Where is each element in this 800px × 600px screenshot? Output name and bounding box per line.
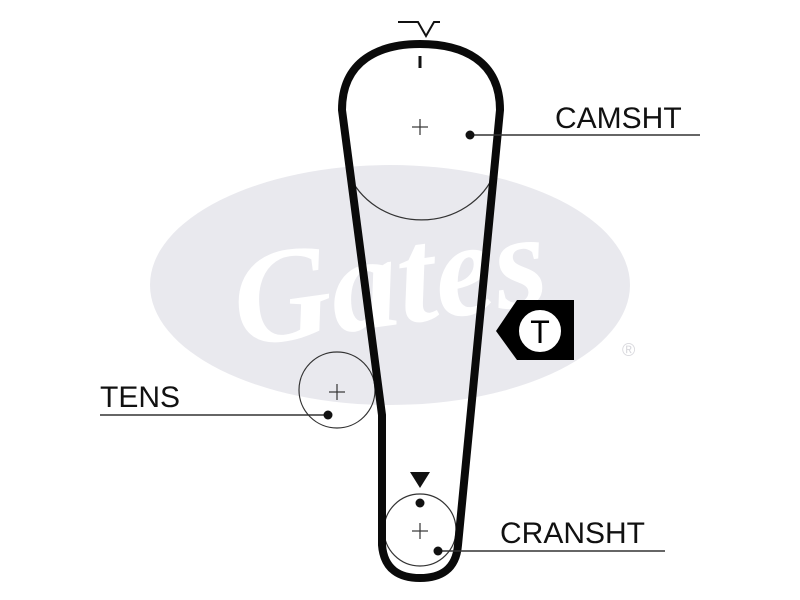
timing-t-letter: T: [530, 314, 550, 350]
timing-mark-chevron-icon: [398, 21, 440, 68]
crank-timing-dot: [415, 498, 425, 508]
tensioner-label: TENS: [100, 381, 180, 414]
camshaft-dot: [465, 130, 475, 140]
crankshaft-label: CRANSHT: [500, 517, 645, 550]
gates-watermark: Gates ®: [150, 165, 635, 405]
tensioner-dot: [323, 410, 333, 420]
watermark-registered-mark: ®: [622, 340, 635, 360]
crank-mark-triangle-icon: [410, 472, 430, 488]
camshaft-pulley-outline: [347, 171, 496, 221]
center-plus-icon: [329, 119, 428, 539]
timing-t-icon: T: [496, 300, 574, 360]
crankshaft-dot: [433, 546, 443, 556]
camshaft-label: CAMSHT: [555, 102, 682, 135]
timing-belt: [338, 40, 504, 582]
